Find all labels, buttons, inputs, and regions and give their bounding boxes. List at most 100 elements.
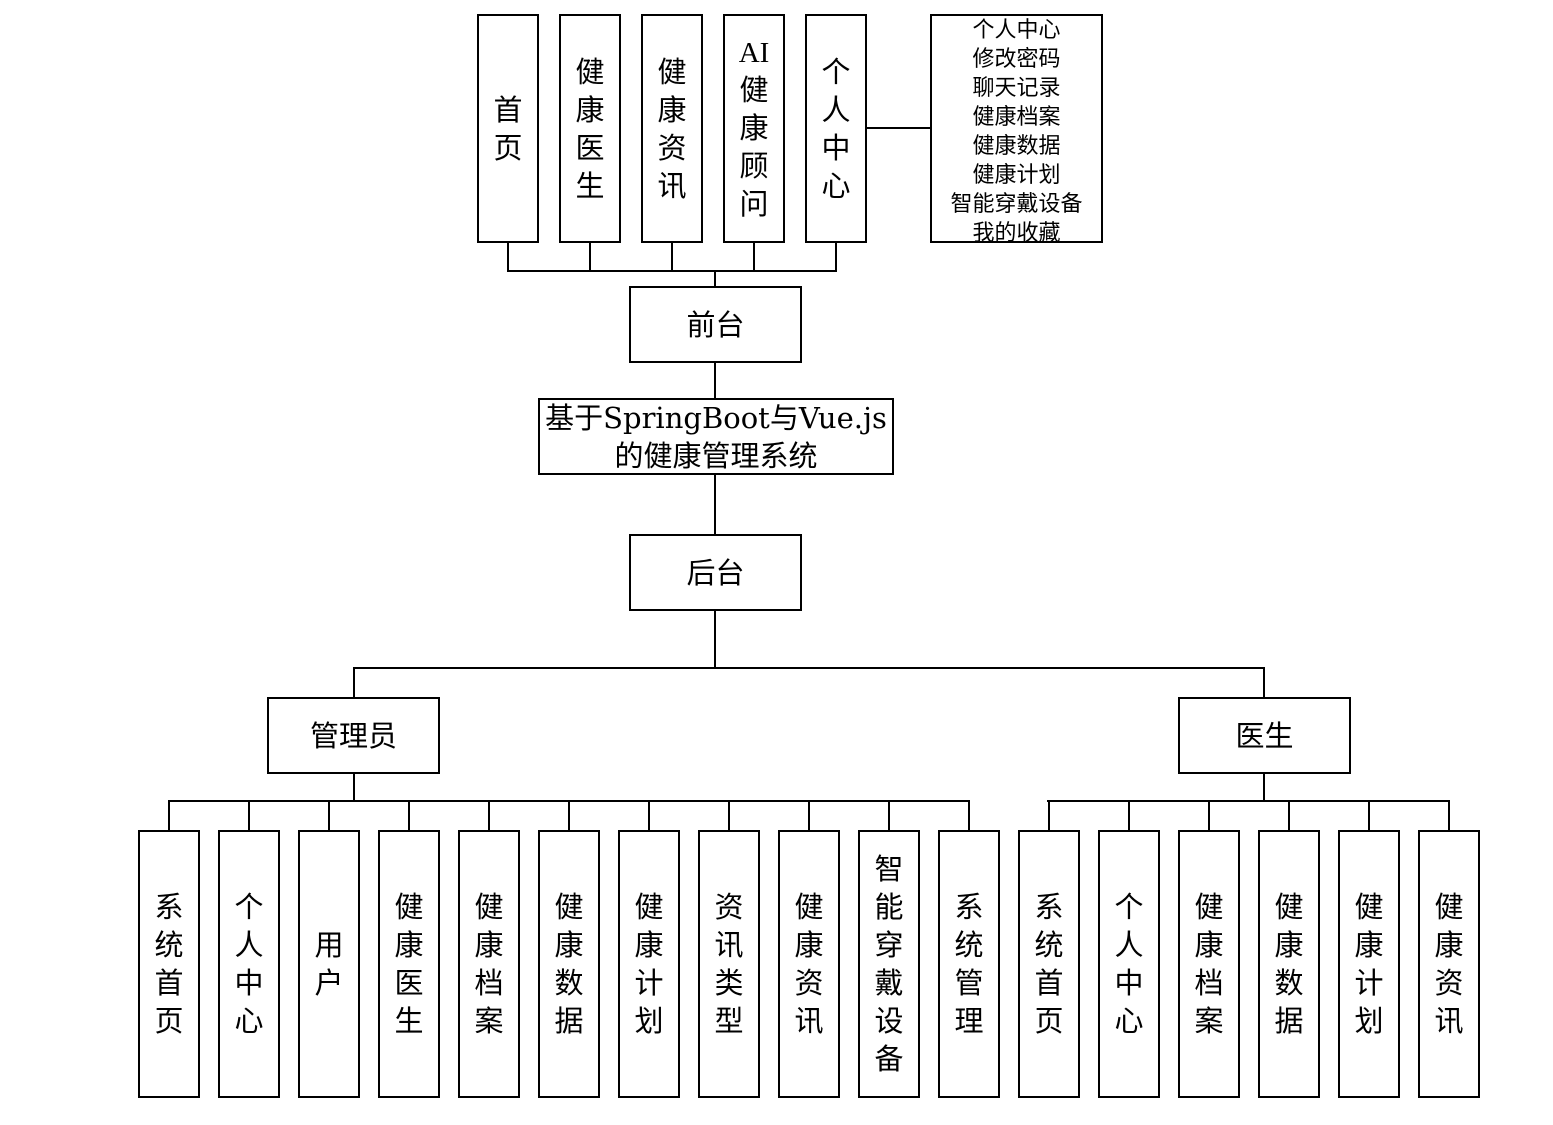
submenu-item: 聊天记录 [972,76,1061,101]
connector-line [1448,800,1450,831]
frontend-module-personal-center: 个人中心 [805,14,867,243]
system-root-node: 基于SpringBoot与Vue.js 的健康管理系统 [538,398,894,475]
module-label: 系统首页 [154,890,184,1038]
connector-line [714,362,716,399]
submenu-item: 健康计划 [972,163,1061,188]
submenu-item: 个人中心 [972,18,1061,43]
connector-line [353,667,355,698]
system-title-line1: 基于SpringBoot与Vue.js [545,400,887,435]
module-label: 健康计划 [634,890,664,1038]
doctor-module-box: 个人中心 [1098,830,1160,1098]
admin-module-box: 健康医生 [378,830,440,1098]
connector-line [1128,800,1130,831]
connector-line [1288,800,1290,831]
connector-line [589,242,591,272]
admin-module-box: 系统管理 [938,830,1000,1098]
backend-node: 后台 [629,534,802,611]
module-label: 用户 [314,928,344,1000]
connector-line [353,773,355,802]
connector-line [648,800,650,831]
frontend-module-news: 健康资讯 [641,14,703,243]
doctor-node: 医生 [1178,697,1351,774]
frontend-module-home: 首页 [477,14,539,243]
admin-module-box: 健康数据 [538,830,600,1098]
module-label: 健康档案 [474,890,504,1038]
frontend-node: 前台 [629,286,802,363]
personal-center-submenu: 个人中心 修改密码 聊天记录 健康档案 健康数据 健康计划 智能穿戴设备 我的收… [930,14,1103,246]
admin-module-box: 个人中心 [218,830,280,1098]
connector-bus [1047,800,1450,802]
admin-module-box: 资讯类型 [698,830,760,1098]
submenu-item: 智能穿戴设备 [950,192,1083,217]
doctor-module-box: 健康计划 [1338,830,1400,1098]
admin-module-box: 健康档案 [458,830,520,1098]
connector-line [328,800,330,831]
admin-module-box: 健康资讯 [778,830,840,1098]
submenu-item: 健康数据 [972,134,1061,159]
module-label: 健康资讯 [794,890,824,1038]
submenu-item: 修改密码 [972,47,1061,72]
module-label: 健康计划 [1354,890,1384,1038]
doctor-module-box: 健康数据 [1258,830,1320,1098]
module-label: 资讯类型 [714,890,744,1038]
admin-label: 管理员 [309,718,397,753]
module-label: 系统首页 [1034,890,1064,1038]
doctor-module-box: 健康资讯 [1418,830,1480,1098]
connector-line [248,800,250,831]
connector-line [1368,800,1370,831]
connector-line [1048,800,1050,831]
frontend-module-ai-advisor: AI 健康顾问 [723,14,785,243]
connector-line [728,800,730,831]
connector-line [1263,667,1265,698]
connector-line [1263,773,1265,802]
module-label-latin: AI [738,36,770,69]
module-label-char: 问 [739,188,769,221]
doctor-module-box: 健康档案 [1178,830,1240,1098]
module-label: 健康档案 [1194,890,1224,1038]
connector-line [835,242,837,272]
connector-line [507,242,509,272]
backend-label: 后台 [686,555,745,590]
connector-line [968,800,970,831]
submenu-item: 我的收藏 [972,221,1061,246]
connector-line [714,610,716,669]
module-label: 健康资讯 [657,54,687,203]
connector-line [714,474,716,535]
module-label: AI 健康顾问 [734,34,775,224]
module-label: 个人中心 [234,890,264,1038]
module-label: 健康数据 [554,890,584,1038]
module-label: 智能穿戴设备 [874,852,904,1076]
doctor-module-box: 系统首页 [1018,830,1080,1098]
frontend-module-doctors: 健康医生 [559,14,621,243]
module-label: 系统管理 [954,890,984,1038]
module-label: 个人中心 [1114,890,1144,1038]
submenu-item: 健康档案 [972,105,1061,130]
admin-module-box: 健康计划 [618,830,680,1098]
module-label: 首页 [493,92,523,165]
connector-line [753,242,755,272]
connector-line [808,800,810,831]
admin-module-box: 智能穿戴设备 [858,830,920,1098]
connector-line [671,242,673,272]
module-label-char: 康 [739,112,769,145]
module-label-char: 顾 [739,150,769,183]
admin-node: 管理员 [267,697,440,774]
connector-line [714,270,716,287]
module-label: 个人中心 [821,54,851,203]
connector-line [888,800,890,831]
admin-module-box: 系统首页 [138,830,200,1098]
admin-module-box: 用户 [298,830,360,1098]
connector-line [1208,800,1210,831]
module-label: 健康医生 [394,890,424,1038]
connector-line [168,800,170,831]
frontend-label: 前台 [686,307,745,342]
connector-bus [353,667,1265,669]
connector-bus [507,270,837,272]
module-label-char: 健 [739,74,769,107]
module-label: 健康资讯 [1434,890,1464,1038]
connector-line [408,800,410,831]
doctor-label: 医生 [1235,718,1294,753]
connector-line [866,127,931,129]
connector-line [568,800,570,831]
module-label: 健康医生 [575,54,605,203]
